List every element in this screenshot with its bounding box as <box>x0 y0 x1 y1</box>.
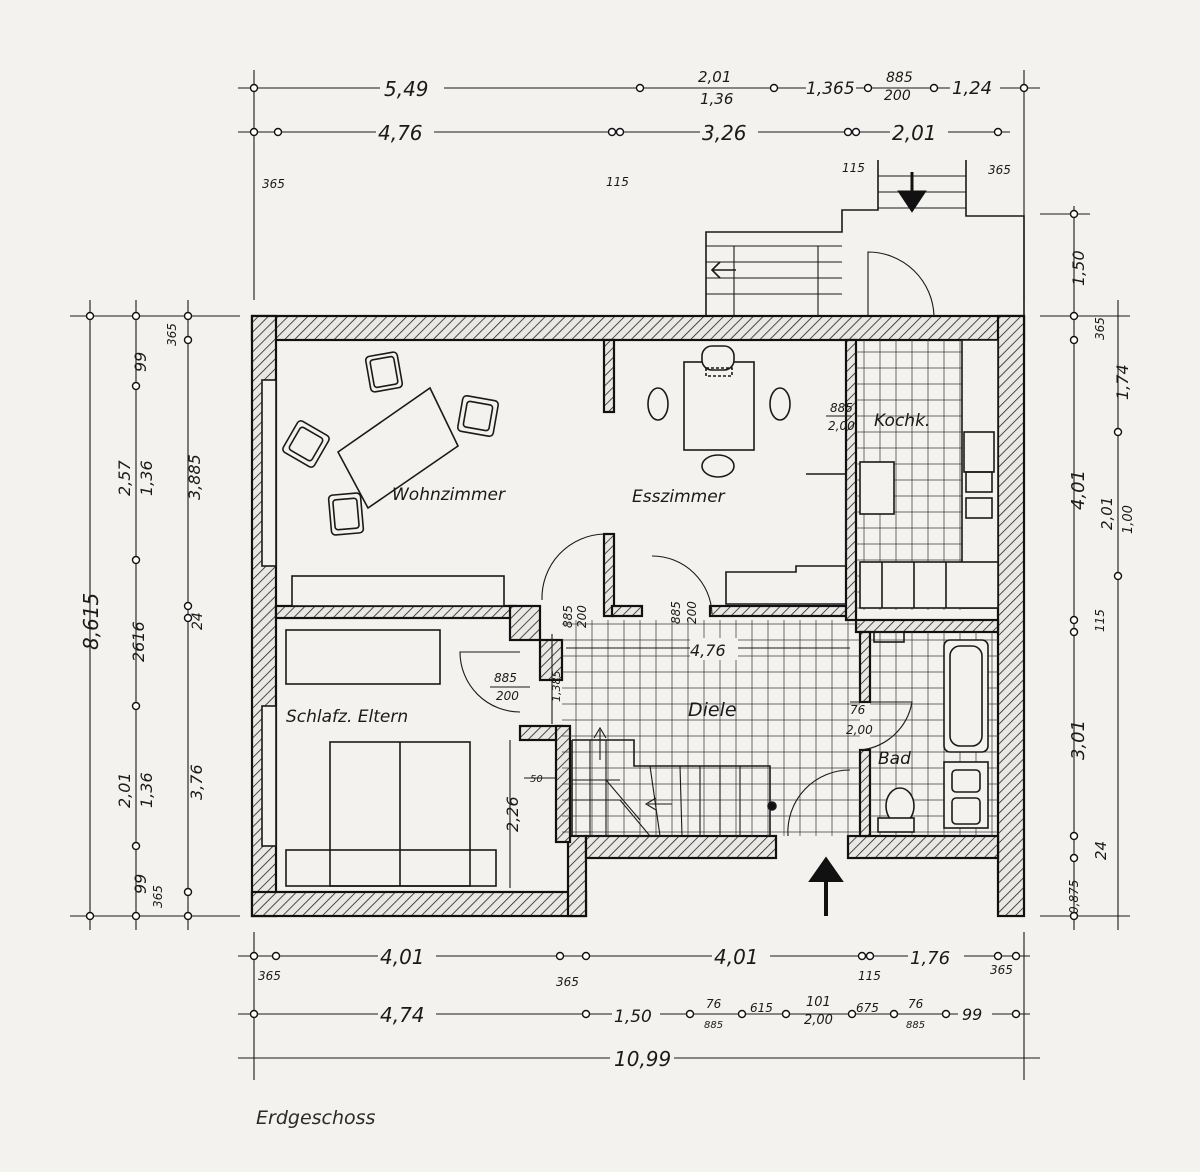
dim-bottom1-1: 4,01 <box>714 945 759 969</box>
bedroom-furniture <box>261 629 497 887</box>
dim-left-inner-4: 3,76 <box>187 764 206 800</box>
dim-door-7: 200 <box>496 689 519 703</box>
dims-left: 8,615 2,57 1,36 2616 2,01 1,36 99 365 3,… <box>79 323 206 908</box>
dim-left-mid-4: 1,36 <box>137 772 156 808</box>
dim-bottom1-small-0: 365 <box>258 969 281 983</box>
dim-left-inner-0: 99 <box>131 352 150 372</box>
dims-right: 1,50 365 1,74 4,01 2,01 1,00 115 3,01 24… <box>1067 250 1136 914</box>
dim-right-3: 4,01 <box>1068 470 1089 510</box>
dim-bottom2-10: 99 <box>962 1005 982 1024</box>
room-label-diele: Diele <box>688 699 737 721</box>
dim-door-8: 1,385 <box>550 671 563 703</box>
dim-bottom2-6: 2,00 <box>804 1013 833 1028</box>
dim-left-inner-5: 99 <box>131 874 150 894</box>
interior-stairs <box>571 726 777 837</box>
bath-fittings <box>873 631 989 833</box>
dim-right-6: 115 <box>1093 609 1107 632</box>
dims-top-1: 5,49 2,01 1,36 1,365 885 200 1,24 <box>380 68 1000 108</box>
dim-door-10: 2,00 <box>846 723 873 737</box>
dim-bottom1-0: 4,01 <box>380 945 425 969</box>
room-label-kochk: Kochk. <box>874 411 930 431</box>
dim-left-mid-1: 1,36 <box>137 460 156 496</box>
room-label-wohnzimmer: Wohnzimmer <box>392 485 506 505</box>
dim-top-small-2: 115 <box>842 161 865 175</box>
dimension-lines <box>70 70 1130 1080</box>
dim-right-4: 2,01 <box>1098 497 1116 530</box>
dim-top1-6: 1,24 <box>952 78 992 99</box>
dim-door-3: 200 <box>575 605 589 628</box>
dims-bottom: 4,01 4,01 1,76 365 365 115 365 4,74 1,50… <box>258 944 1013 1071</box>
dim-bottom1-2: 1,76 <box>910 948 950 969</box>
dim-bottom2-7: 675 <box>856 1001 879 1015</box>
dim-left-mid-0: 2,57 <box>115 460 134 496</box>
dim-left-inner-6: 365 <box>151 885 165 908</box>
dim-left-inner-1: 365 <box>165 323 179 346</box>
dim-bottom2-4: 615 <box>750 1001 773 1015</box>
dim-top1-4: 885 <box>886 70 913 86</box>
dim-door-0: 885 <box>830 401 853 415</box>
dim-inner-0: 4,76 <box>690 641 726 660</box>
dim-bottom-total: 10,99 <box>614 1047 671 1071</box>
dim-top1-3: 1,365 <box>806 79 855 99</box>
dim-top-small-1: 115 <box>606 175 629 189</box>
dims-doors: 885 2,00 885 200 885 200 885 200 1,385 7… <box>490 401 873 832</box>
dim-left-outer: 8,615 <box>79 593 103 650</box>
plan-caption: Erdgeschoss <box>256 1107 376 1129</box>
dim-top-small-0: 365 <box>262 177 285 191</box>
dim-right-5: 1,00 <box>1121 505 1136 534</box>
dim-right-9: 0,875 <box>1067 880 1081 914</box>
dim-right-8: 24 <box>1092 841 1110 860</box>
dim-top1-5: 200 <box>884 88 911 104</box>
dim-top2-2: 2,01 <box>892 121 937 145</box>
dim-inner-2: 50 <box>530 774 543 785</box>
dim-top1-0: 5,49 <box>384 77 429 101</box>
dim-bottom2-5: 101 <box>806 995 831 1010</box>
dim-door-6: 885 <box>494 671 517 685</box>
dim-door-4: 885 <box>669 601 683 624</box>
dim-left-inner-3: 24 <box>190 612 206 630</box>
dim-left-inner-2: 3,885 <box>185 454 204 500</box>
dim-right-7: 3,01 <box>1068 720 1089 760</box>
dim-top1-1: 2,01 <box>698 68 731 86</box>
dim-top1-2: 1,36 <box>700 90 733 108</box>
dim-right-0: 1,50 <box>1069 250 1088 286</box>
dim-bottom2-0: 4,74 <box>380 1003 425 1027</box>
dim-right-2: 1,74 <box>1113 364 1132 400</box>
dim-door-5: 200 <box>685 601 699 624</box>
dim-bottom2-3: 885 <box>704 1020 723 1031</box>
dim-door-1: 2,00 <box>828 419 855 433</box>
dim-top2-1: 3,26 <box>702 121 747 145</box>
room-label-schlafz: Schlafz. Eltern <box>286 707 408 727</box>
dim-door-9: 76 <box>850 703 866 717</box>
door-swings <box>459 533 913 837</box>
dim-bottom1-small-1: 365 <box>556 975 579 989</box>
kitchen-fittings <box>859 339 999 609</box>
dining-furniture <box>647 345 847 605</box>
room-label-esszimmer: Esszimmer <box>632 487 726 507</box>
dim-left-mid-3: 2,01 <box>115 772 134 808</box>
dim-bottom2-9: 885 <box>906 1020 925 1031</box>
dim-top2-0: 4,76 <box>378 121 423 145</box>
room-label-bad: Bad <box>878 749 911 769</box>
dim-bottom1-small-2: 115 <box>858 969 881 983</box>
dim-door-2: 885 <box>561 605 575 628</box>
dim-bottom2-2: 76 <box>706 997 722 1011</box>
dim-right-1: 365 <box>1093 317 1107 340</box>
dim-bottom1-small-3: 365 <box>990 963 1013 977</box>
dim-bottom2-1: 1,50 <box>614 1007 652 1027</box>
dim-left-mid-2: 2616 <box>129 621 148 662</box>
dim-inner-1: 2,26 <box>503 796 522 832</box>
entrance-arrow <box>808 856 844 916</box>
dim-bottom2-8: 76 <box>908 997 924 1011</box>
living-furniture <box>261 351 505 607</box>
entry-stairs <box>705 160 1025 317</box>
dim-top-small-3: 365 <box>988 163 1011 177</box>
dims-top-2: 4,76 3,26 2,01 365 115 115 365 <box>262 120 1011 191</box>
